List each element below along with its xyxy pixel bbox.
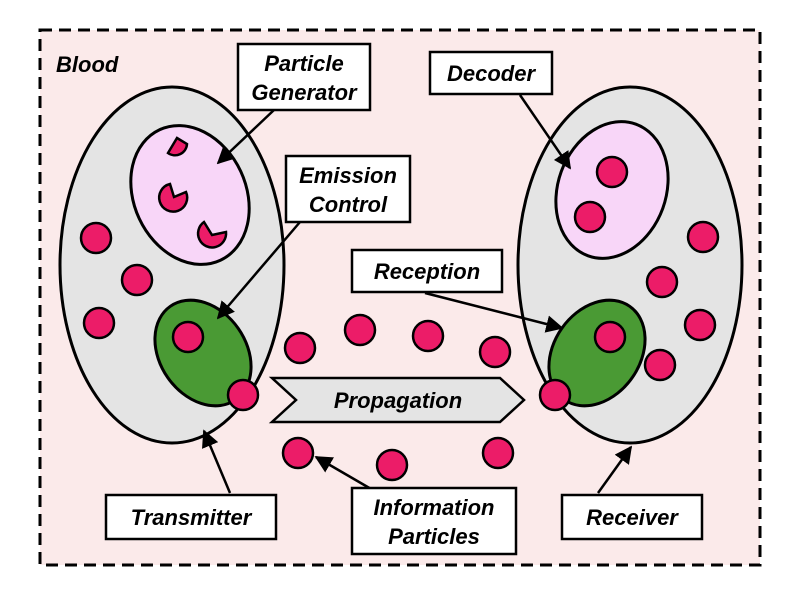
reception-callout: Reception xyxy=(350,248,504,294)
particle xyxy=(120,263,154,297)
particle xyxy=(538,378,572,412)
particle xyxy=(411,319,445,353)
emission-control-callout: Emission Control xyxy=(284,154,412,224)
arrow-particle-generator xyxy=(216,109,275,165)
propagation-arrow xyxy=(268,376,526,424)
particle xyxy=(171,320,205,354)
emission-control-label-line1: Emission xyxy=(299,163,397,188)
receiver-label: Receiver xyxy=(586,505,679,530)
particle xyxy=(645,265,679,299)
particle xyxy=(683,308,717,342)
arrow-transmitter xyxy=(202,429,232,494)
particle xyxy=(643,348,677,382)
propagation-label: Propagation xyxy=(334,388,462,413)
particle-generator-label-line2: Generator xyxy=(251,80,358,105)
arrow-emission-control xyxy=(216,221,301,320)
particle xyxy=(82,306,116,340)
generating-particles xyxy=(157,136,228,249)
particle xyxy=(226,378,260,412)
particle xyxy=(281,436,315,470)
reception-label: Reception xyxy=(374,259,480,284)
information-particles-callout: Information Particles xyxy=(350,486,518,556)
information-particles-label-line1: Information xyxy=(374,495,495,520)
particle xyxy=(481,436,515,470)
particle-generator-label-line1: Particle xyxy=(264,51,344,76)
particle xyxy=(686,220,720,254)
particle xyxy=(283,331,317,365)
arrow-decoder xyxy=(518,94,572,170)
particle xyxy=(593,320,627,354)
partial-particle-3 xyxy=(196,220,228,249)
particle xyxy=(595,155,629,189)
decoder-label: Decoder xyxy=(447,61,536,86)
partial-particle-1 xyxy=(166,136,189,157)
particle xyxy=(343,313,377,347)
transmitter-label: Transmitter xyxy=(131,505,253,530)
blood-label: Blood xyxy=(56,52,119,77)
particle-generator-callout: Particle Generator xyxy=(236,42,372,112)
information-particles-label-line2: Particles xyxy=(388,524,480,549)
particle xyxy=(478,335,512,369)
arrow-receiver xyxy=(596,445,633,494)
receiver-callout: Receiver xyxy=(560,493,704,541)
partial-particle-2 xyxy=(157,182,189,213)
particle xyxy=(573,200,607,234)
particle xyxy=(79,221,113,255)
transmitter-callout: Transmitter xyxy=(104,493,278,541)
decoder-callout: Decoder xyxy=(428,50,554,96)
arrow-reception xyxy=(424,291,564,333)
emission-control-label-line2: Control xyxy=(309,192,388,217)
particle xyxy=(375,448,409,482)
